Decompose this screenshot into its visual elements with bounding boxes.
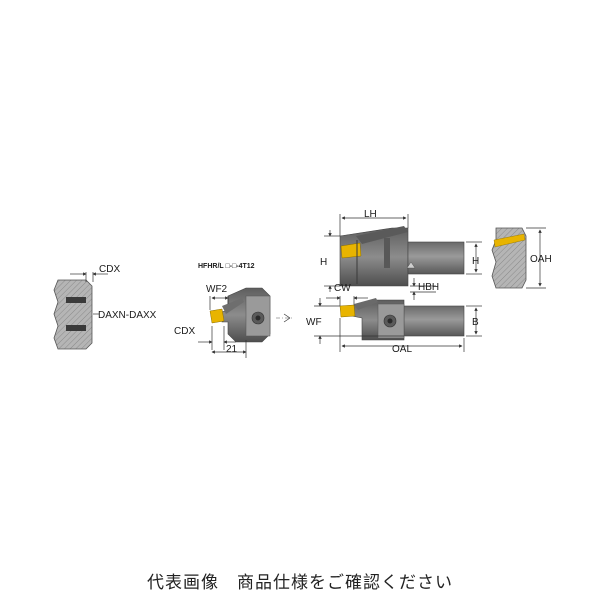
label-21: 21 [226, 344, 238, 355]
label-oah: OAH [530, 254, 552, 265]
label-wf: WF [306, 317, 322, 328]
label-h-right: H [472, 256, 479, 267]
middle-insert [209, 308, 225, 324]
label-cdx-left: CDX [99, 264, 120, 275]
middle-head-view: HFHR/L □-□-4T12 WF2 CDX 21 [174, 263, 294, 358]
bottom-insert [339, 304, 356, 318]
label-wf2: WF2 [206, 284, 228, 295]
end-section-insert [493, 233, 526, 248]
left-slot-upper [66, 297, 86, 303]
label-cw: CW [334, 283, 351, 294]
left-section-body [53, 279, 93, 350]
label-h-left: H [320, 257, 327, 268]
label-cdx-mid: CDX [174, 326, 195, 337]
label-b: B [472, 317, 479, 328]
right-top-view: LH H H HBH [320, 209, 482, 300]
label-daxn-daxx: DAXN-DAXX [98, 310, 157, 321]
left-slot-lower [66, 325, 86, 331]
right-bottom-view: CW WF B OAL [306, 283, 482, 355]
left-section-view: CDX DAXN-DAXX [53, 264, 157, 350]
bottom-shank [403, 305, 465, 337]
label-lh: LH [364, 209, 377, 220]
end-section-view: OAH [491, 227, 552, 289]
top-shank [407, 241, 465, 275]
label-hbh: HBH [418, 282, 439, 293]
top-insert [340, 242, 362, 259]
label-oal: OAL [392, 344, 412, 355]
caption-text: 代表画像 商品仕様をご確認ください [147, 573, 453, 593]
label-model: HFHR/L □-□-4T12 [198, 263, 255, 270]
